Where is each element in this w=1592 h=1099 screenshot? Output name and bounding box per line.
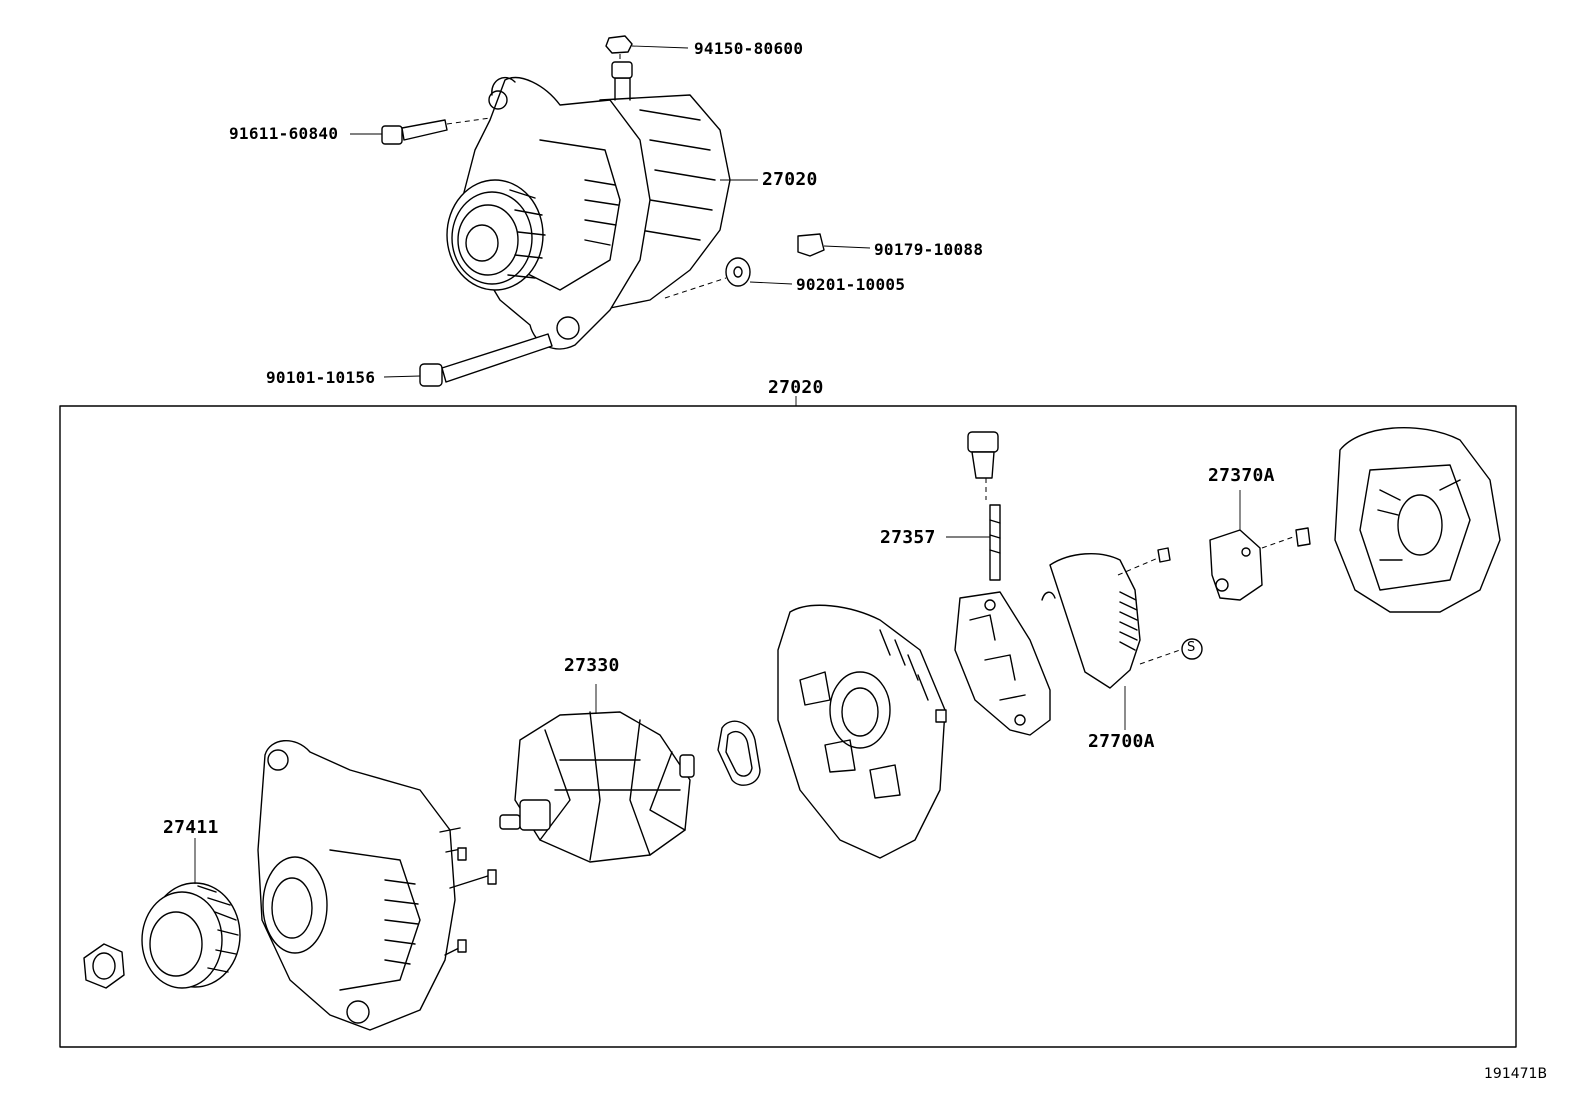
- exploded-view-frame: [59, 405, 1517, 1048]
- spacer-ring-drawing: [717, 720, 761, 786]
- pulley-drawing: [141, 838, 241, 989]
- alternator-assembly-drawing: [446, 35, 731, 350]
- regulator-drawing: [1209, 490, 1311, 601]
- rear-housing-drawing: [777, 604, 947, 859]
- label-regulator: 27370A: [1208, 465, 1275, 486]
- top-leader-lines: [350, 45, 871, 387]
- symbol-s: S: [1187, 640, 1196, 655]
- label-rectifier: 27700A: [1088, 731, 1155, 752]
- rotor-drawing: [499, 684, 695, 863]
- rear-cover-drawing: [1334, 426, 1501, 613]
- nut-drawing: [83, 943, 125, 989]
- label-rotor: 27330: [564, 655, 620, 676]
- label-bolt-long: 90101-10156: [266, 368, 376, 387]
- label-terminal-bolt: 27357: [880, 527, 936, 548]
- label-pulley: 27411: [163, 817, 219, 838]
- label-washer: 90201-10005: [796, 275, 906, 294]
- figure-reference: 191471B: [1484, 1066, 1548, 1082]
- label-nut-top: 94150-80600: [694, 39, 804, 58]
- label-nut-small: 90179-10088: [874, 240, 984, 259]
- front-housing-drawing: [257, 739, 497, 1031]
- rectifier-holder-drawing: [954, 591, 1051, 736]
- terminal-bolt-drawing: [946, 431, 1001, 581]
- rectifier-drawing: [1041, 547, 1203, 730]
- label-bolt-upper: 91611-60840: [229, 124, 339, 143]
- label-alternator-assy: 27020: [762, 169, 818, 190]
- label-assembly-frame: 27020: [768, 377, 824, 398]
